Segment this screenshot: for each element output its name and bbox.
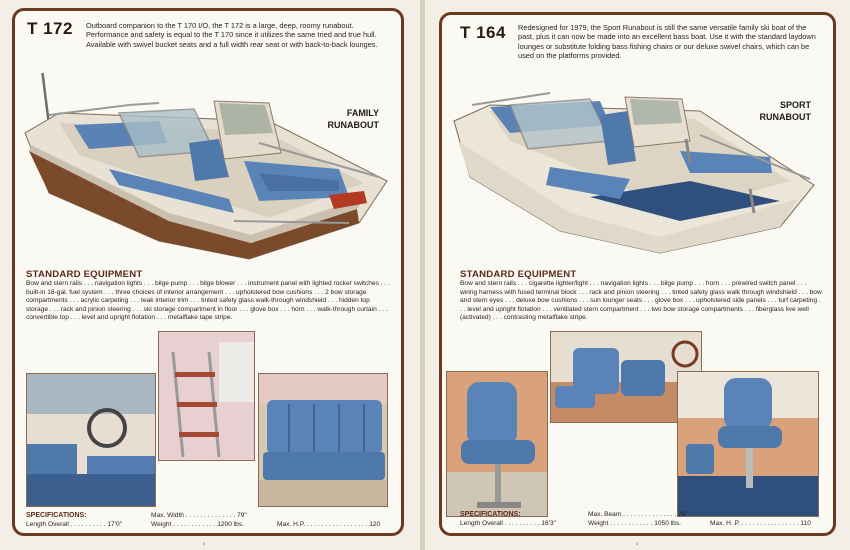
model-title-t164: T 164	[460, 23, 506, 42]
specs-heading-t172: SPECIFICATIONS:	[26, 512, 87, 519]
equipment-list-t164: Bow and stern rails . . . cigarette ligh…	[460, 280, 822, 322]
spec-hp-t164: Max. H. P. . . . . . . . . . . . . . . .…	[710, 520, 811, 527]
equipment-heading-t172: STANDARD EQUIPMENT	[26, 269, 143, 280]
photo-pedestal-seat-t164	[677, 371, 819, 517]
page-number-right: 4	[636, 541, 639, 546]
spec-weight-t164: Weight . . . . . . . . . . . . 1050 lbs.	[588, 520, 681, 527]
photo-pedestal-seat-art	[678, 372, 818, 516]
boat-type-line1: SPORT	[779, 100, 811, 110]
photo-interior-t164	[550, 331, 702, 423]
spec-beam-t164: Max. Beam . . . . . . . . . . . . . . . …	[588, 511, 688, 518]
model-title-t172: T 172	[27, 19, 73, 38]
spec-weight-t172: Weight . . . . . . . . . . . . 1200 lbs.	[151, 521, 244, 528]
photo-rear-seat-t172	[258, 373, 388, 507]
equipment-list-t172: Bow and stern rails . . . navigation lig…	[26, 280, 390, 322]
spec-hp-t172: Max. H.P. . . . . . . . . . . . . . . . …	[277, 521, 381, 528]
photo-ladder-t172	[158, 331, 255, 461]
right-page: T 164 Redesigned for 1979, the Sport Run…	[425, 0, 850, 550]
photo-rear-seat-art	[259, 374, 387, 506]
model-intro-t164: Redesigned for 1979, the Sport Runabout …	[518, 23, 816, 61]
left-page-frame: T 172 Outboard companion to the T 170 I/…	[12, 8, 404, 536]
photo-swivel-chair-t164	[446, 371, 548, 517]
model-intro-t172: Outboard companion to the T 170 I/O, the…	[86, 21, 378, 49]
spec-width-t172: Max. Width . . . . . . . . . . . . . . 7…	[151, 512, 247, 519]
boat-type-label-t164: SPORT RUNABOUT	[760, 99, 812, 123]
boat-type-line2: RUNABOUT	[759, 112, 812, 122]
photo-ladder-art	[159, 332, 254, 460]
boat-illustration-t172	[24, 73, 388, 260]
boat-illustration-t164	[453, 92, 815, 254]
specs-heading-t164: SPECIFICATIONS:	[460, 511, 521, 518]
photo-cockpit-t172	[26, 373, 156, 507]
boat-type-line1: FAMILY	[346, 108, 379, 118]
photo-swivel-chair-art	[447, 372, 547, 516]
photo-interior-art	[551, 332, 701, 422]
photo-cockpit-art	[27, 374, 155, 506]
book-gutter	[420, 0, 425, 550]
spec-length-t164: Length Overall . . . . . . . . . . 16'3"	[460, 520, 556, 527]
page-number-left: 3	[203, 541, 206, 546]
boat-type-label-t172: FAMILY RUNABOUT	[328, 107, 380, 131]
equipment-heading-t164: STANDARD EQUIPMENT	[460, 269, 577, 280]
left-page: T 172 Outboard companion to the T 170 I/…	[0, 0, 420, 550]
right-page-frame: T 164 Redesigned for 1979, the Sport Run…	[439, 12, 836, 536]
boat-type-line2: RUNABOUT	[327, 120, 380, 130]
spec-length-t172: Length Overall . . . . . . . . . . 17'0"	[26, 521, 122, 528]
